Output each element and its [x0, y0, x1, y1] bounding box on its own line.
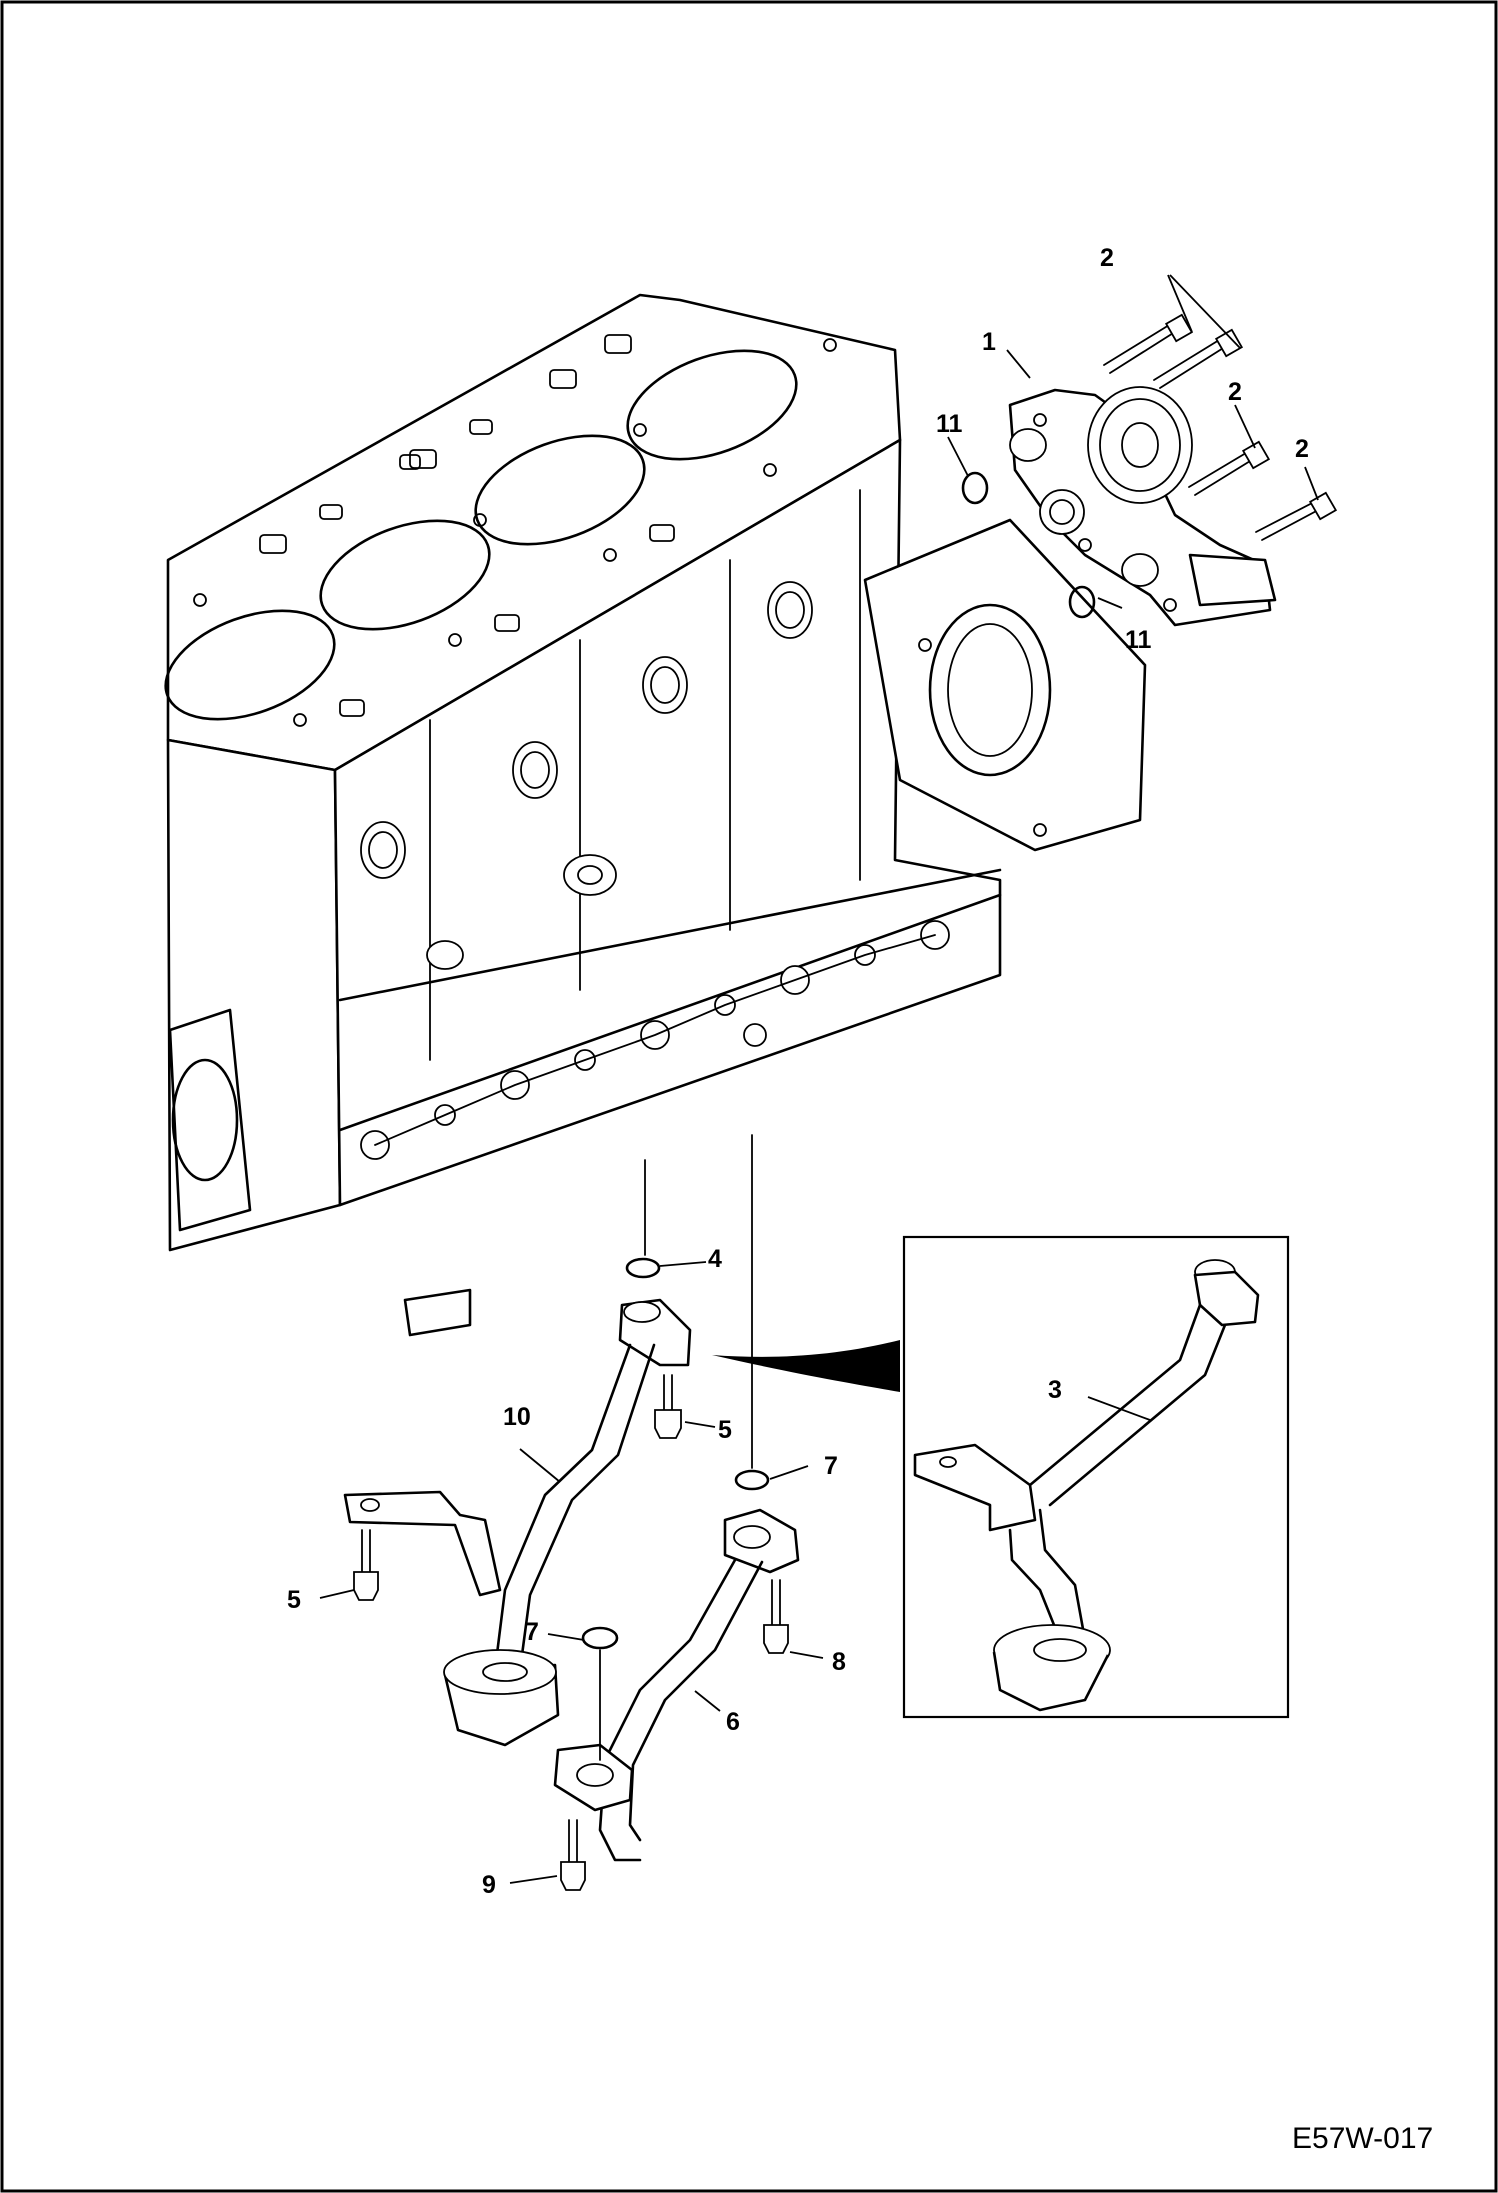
callout-2-top: 2 — [1100, 244, 1114, 272]
bolt-9 — [560, 1819, 586, 1891]
callout-1: 1 — [982, 328, 996, 356]
o-ring-upper — [961, 471, 989, 505]
bolt-5-upper — [654, 1374, 682, 1439]
oil-strainer-pipe — [343, 1257, 692, 1747]
callout-7-lower: 7 — [525, 1618, 539, 1646]
engine-block — [164, 293, 1147, 1337]
callout-5-upper: 5 — [718, 1416, 732, 1444]
pump-drive-gear — [1087, 386, 1193, 504]
bedplate-bosses — [360, 920, 950, 1160]
inset-pipe — [913, 1259, 1260, 1712]
figure-id: E57W-017 — [1292, 2122, 1433, 2155]
bolt-5-lower — [353, 1529, 379, 1601]
oil-delivery-pipe — [553, 1134, 800, 1862]
side-ribs — [338, 489, 1002, 1132]
side-plugs — [360, 581, 813, 970]
deck-holes — [193, 334, 837, 727]
o-ring-lower — [1068, 585, 1096, 619]
callout-10: 10 — [503, 1403, 531, 1431]
callout-5-lower: 5 — [287, 1586, 301, 1614]
callout-7-upper: 7 — [824, 1452, 838, 1480]
callout-4: 4 — [708, 1245, 722, 1273]
pump-bolts — [1103, 313, 1338, 541]
leader-lines — [319, 274, 1319, 1884]
callout-2-mid: 2 — [1228, 378, 1242, 406]
callout-labels: 1 2 2 2 11 11 4 10 5 7 3 5 7 8 6 9 — [287, 244, 1309, 1899]
callout-2-right: 2 — [1295, 435, 1309, 463]
inset-pointer — [712, 1340, 900, 1392]
callout-11-upper: 11 — [936, 410, 963, 438]
callout-9: 9 — [482, 1871, 496, 1899]
cylinder-bores — [164, 349, 798, 721]
callout-8: 8 — [832, 1648, 846, 1676]
callout-3: 3 — [1048, 1376, 1062, 1404]
callout-11-lower: 11 — [1125, 626, 1152, 654]
callout-6: 6 — [726, 1708, 740, 1736]
bolt-8 — [763, 1579, 789, 1654]
oil-pump — [1008, 386, 1277, 627]
